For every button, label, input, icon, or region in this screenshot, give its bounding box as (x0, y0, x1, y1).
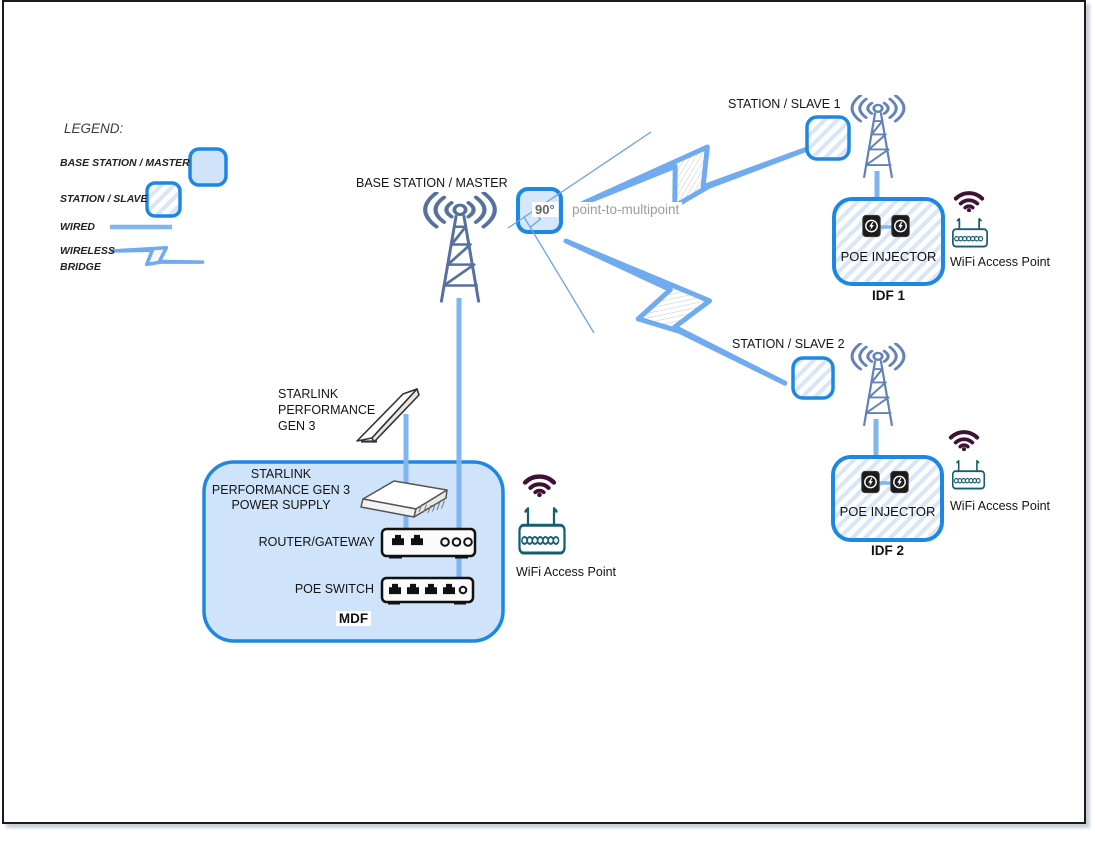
legend-station-square (145, 181, 182, 218)
wireless-bridges (552, 123, 816, 405)
idf2-device-label: POE INJECTOR (839, 504, 936, 519)
legend-base-station-square (188, 147, 228, 187)
router-icon (380, 527, 477, 559)
idf1-device-label: POE INJECTOR (840, 249, 937, 264)
wifi-ap-label-idf2: WiFi Access Point (950, 499, 1051, 513)
legend-symbols (109, 147, 228, 273)
wifi-icon (525, 477, 554, 498)
station1-tower-icon (852, 96, 904, 178)
wireless-bridge-to-station2 (552, 218, 800, 405)
base-station-label: BASE STATION / MASTER (356, 176, 508, 190)
legend-title: LEGEND: (64, 121, 124, 136)
legend-item-station-slave: STATION / SLAVE (60, 193, 148, 205)
poe-port-icon (861, 470, 880, 494)
wifi-icon (951, 432, 977, 451)
idf2-name-wrap: IDF 2 (833, 543, 942, 558)
station2-tower-icon (852, 344, 904, 426)
idf2-box (831, 455, 944, 542)
link-type-label: point-to-multipoint (569, 202, 683, 217)
power-supply-label: STARLINK PERFORMANCE GEN 3 POWER SUPPLY (211, 467, 351, 512)
legend-item-wireless-bridge: WIRELESS BRIDGE (60, 245, 115, 273)
access-point-icon (953, 219, 987, 247)
station2-square (791, 356, 835, 400)
idf2-name: IDF 2 (867, 543, 907, 558)
router-label: ROUTER/GATEWAY (258, 535, 375, 549)
mdf-name: MDF (335, 611, 372, 626)
poe-port-icon (862, 214, 881, 238)
switch-label: POE SWITCH (294, 582, 374, 596)
station2-label: STATION / SLAVE 2 (732, 337, 845, 351)
mdf-name-wrap: MDF (204, 611, 503, 626)
legend-lightning-bolt-icon (109, 239, 206, 273)
access-point-icon (520, 509, 565, 553)
poe-switch-icon (380, 576, 475, 605)
angle-value: 90° (532, 202, 558, 217)
poe-port-icon (890, 470, 909, 494)
page-border (2, 0, 1086, 824)
station1-square (805, 115, 851, 161)
idf1-name: IDF 1 (868, 288, 908, 303)
idf1-name-wrap: IDF 1 (834, 288, 943, 303)
idf1-box (832, 197, 945, 286)
station1-label: STATION / SLAVE 1 (728, 97, 841, 111)
legend-item-base-station: BASE STATION / MASTER (60, 157, 190, 169)
power-supply-icon (360, 480, 448, 518)
wifi-ap-label-idf1: WiFi Access Point (950, 255, 1051, 269)
poe-port-icon (891, 214, 910, 238)
wifi-icon (956, 193, 982, 212)
base-station-tower-icon (425, 193, 495, 303)
dish-label: STARLINK PERFORMANCE GEN 3 (278, 387, 376, 433)
wifi-ap-label-mdf: WiFi Access Point (516, 565, 617, 579)
access-point-icon (953, 461, 985, 489)
starlink-dish-icon (356, 388, 420, 443)
legend-item-wired: WIRED (60, 221, 95, 233)
